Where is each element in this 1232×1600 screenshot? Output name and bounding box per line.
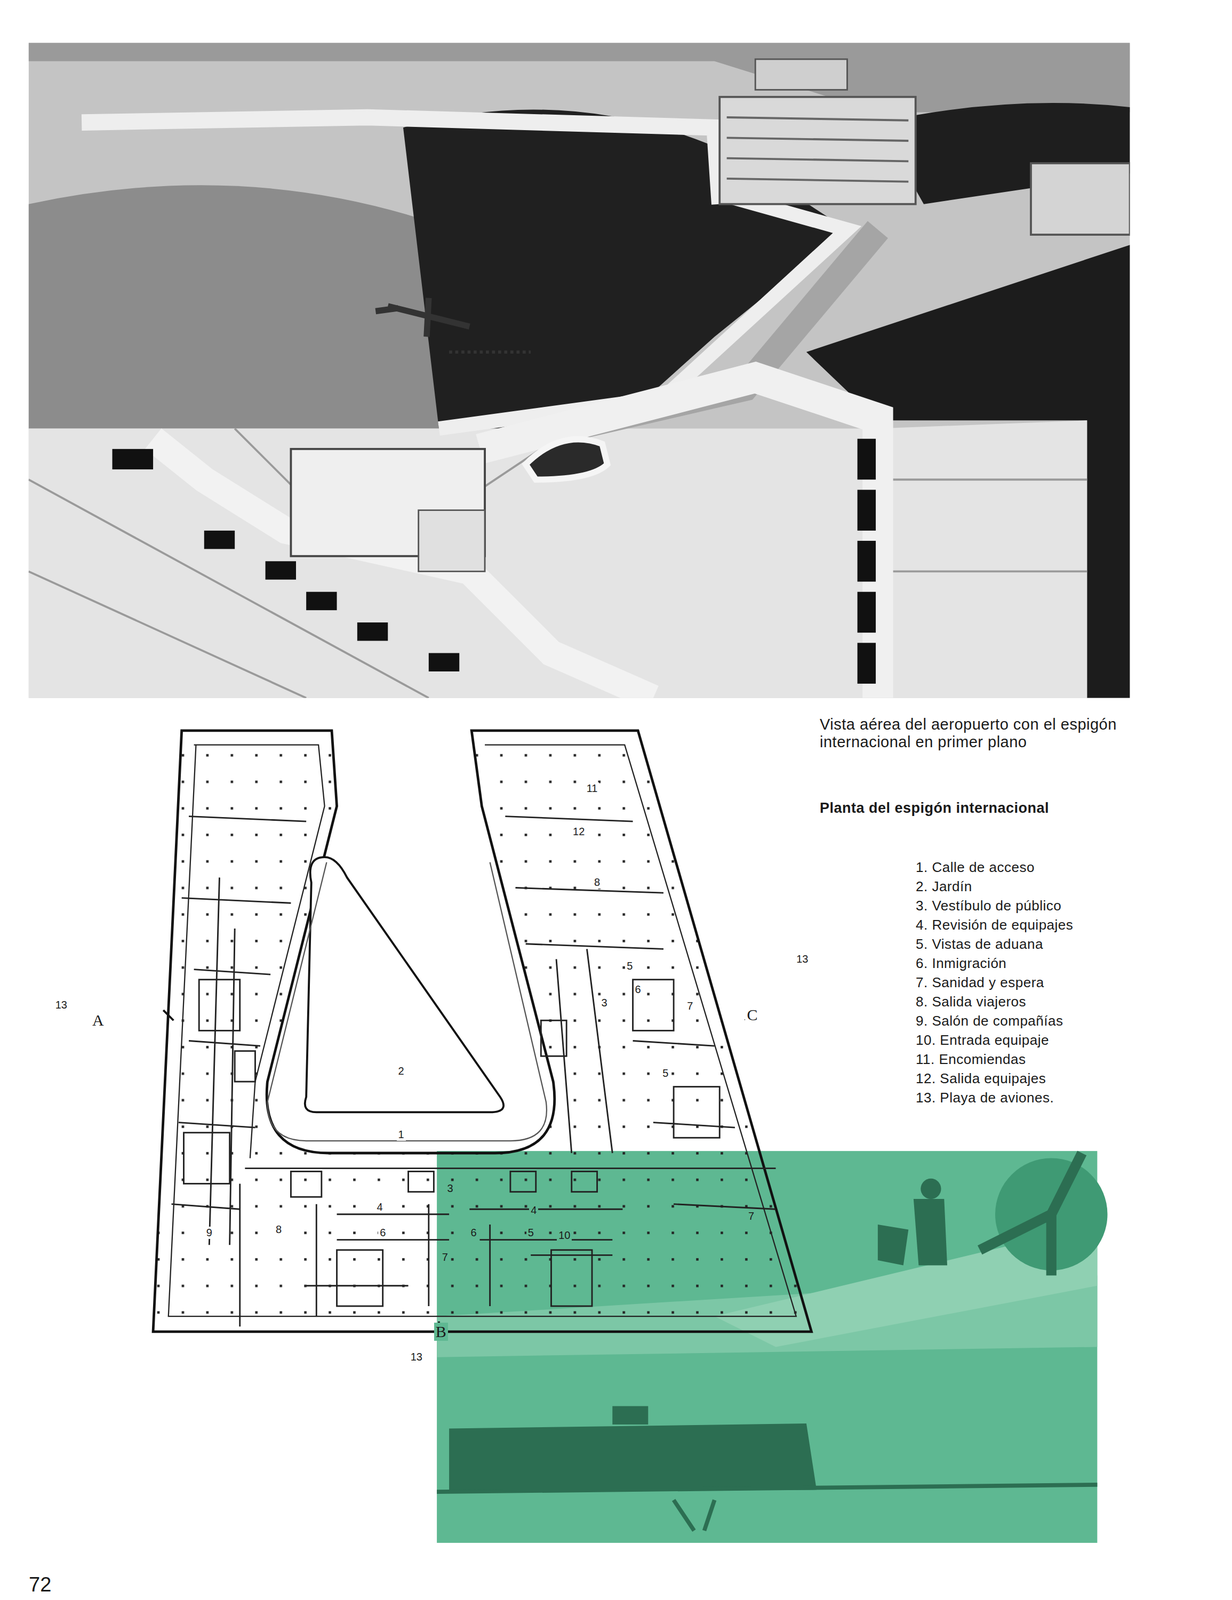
- callout-number: 8: [274, 1223, 284, 1236]
- floor-plan: [153, 730, 812, 1337]
- callout-number: 13: [409, 1350, 424, 1364]
- section-mark: C: [745, 1005, 759, 1025]
- callout-number: 6: [378, 1226, 388, 1239]
- legend-item: 2. Jardín: [915, 878, 973, 895]
- legend-item: 3. Vestíbulo de público: [915, 898, 1062, 915]
- callout-number: 7: [440, 1251, 450, 1264]
- callout-number: 5: [625, 960, 635, 973]
- callout-number: 4: [374, 1201, 384, 1214]
- callout-number: 8: [592, 876, 602, 889]
- legend-item: 1. Calle de acceso: [915, 859, 1035, 876]
- callout-number: 10: [556, 1229, 572, 1242]
- section-mark: A: [90, 1011, 106, 1030]
- legend-item: 7. Sanidad y espera: [915, 974, 1045, 991]
- legend-item: 9. Salón de compañías: [915, 1013, 1063, 1030]
- legend-item: 5. Vistas de aduana: [915, 936, 1044, 953]
- page-number: 72: [28, 1573, 52, 1597]
- callout-number: 11: [585, 782, 600, 795]
- section-mark: B: [434, 1322, 448, 1342]
- callout-number: 12: [571, 825, 587, 838]
- legend-item: 4. Revisión de equipajes: [915, 917, 1074, 934]
- callout-number: 5: [660, 1067, 670, 1080]
- callout-number: 6: [468, 1226, 478, 1239]
- plan-title: Planta del espigón internacional: [819, 800, 1050, 817]
- callout-number: 5: [526, 1226, 536, 1239]
- callout-number: 7: [685, 1000, 695, 1013]
- legend-item: 12. Salida equipajes: [915, 1070, 1046, 1087]
- callout-number: 2: [396, 1065, 406, 1078]
- legend-item: 13. Playa de aviones.: [915, 1090, 1054, 1107]
- callout-number: 9: [204, 1226, 214, 1239]
- legend-item: 6. Inmigración: [915, 955, 1007, 972]
- callout-number: 13: [53, 998, 69, 1012]
- callout-number: 3: [445, 1182, 455, 1195]
- legend-item: 8. Salida viajeros: [915, 994, 1027, 1011]
- legend-item: 11. Encomiendas: [915, 1051, 1026, 1068]
- callout-number: 1: [396, 1128, 406, 1141]
- legend-item: 10. Entrada equipaje: [915, 1032, 1050, 1049]
- callout-number: 3: [599, 996, 609, 1010]
- callout-number: 7: [746, 1210, 756, 1223]
- callout-number: 6: [633, 983, 643, 996]
- photo-caption: Vista aérea del aeropuerto con el espigó…: [819, 715, 1162, 752]
- aerial-photo: [28, 42, 1131, 698]
- callout-number: 4: [529, 1204, 539, 1217]
- callout-number: 13: [794, 953, 810, 966]
